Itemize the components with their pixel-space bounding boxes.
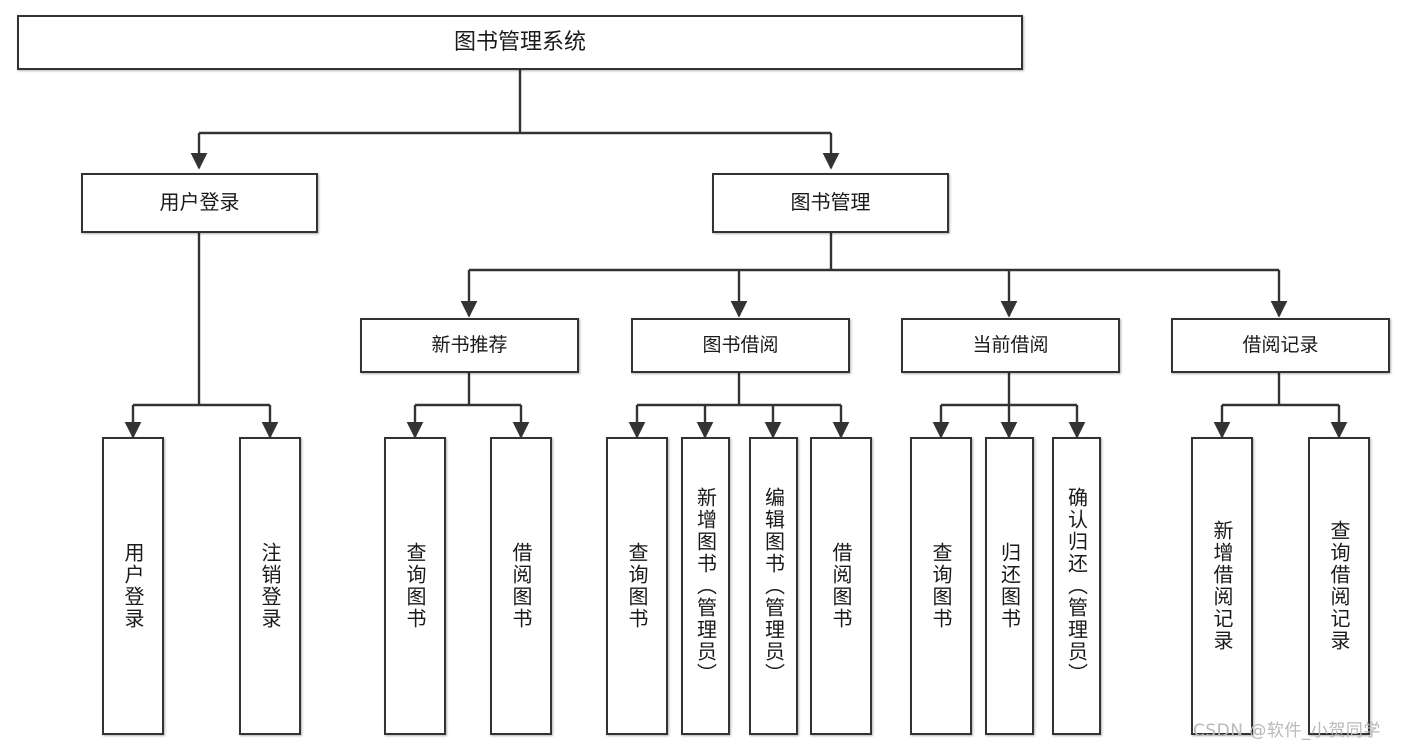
leaf-book-borrow-edit-book-admin[interactable]: 编辑图书（管理员） — [749, 437, 798, 735]
leaf-borrow-record-query-record[interactable]: 查询借阅记录 — [1308, 437, 1370, 735]
leaf-current-borrow-confirm-return-admin[interactable]: 确认归还（管理员） — [1052, 437, 1101, 735]
node-label: 借阅图书 — [829, 542, 853, 630]
node-root-book-management-system[interactable]: 图书管理系统 — [17, 15, 1023, 70]
leaf-user-login-logout[interactable]: 注销登录 — [239, 437, 301, 735]
leaf-borrow-record-add-record[interactable]: 新增借阅记录 — [1191, 437, 1253, 735]
node-borrow-record[interactable]: 借阅记录 — [1171, 318, 1390, 373]
node-label: 归还图书 — [997, 542, 1022, 630]
node-label: 借阅图书 — [509, 542, 533, 630]
node-new-book-recommend[interactable]: 新书推荐 — [360, 318, 579, 373]
leaf-book-borrow-add-book-admin[interactable]: 新增图书（管理员） — [681, 437, 730, 735]
leaf-new-book-borrow-book[interactable]: 借阅图书 — [490, 437, 552, 735]
node-label: 借阅记录 — [1242, 334, 1319, 357]
node-user-login[interactable]: 用户登录 — [81, 173, 318, 233]
leaf-new-book-query-book[interactable]: 查询图书 — [384, 437, 446, 735]
node-label: 当前借阅 — [972, 334, 1049, 357]
node-book-management[interactable]: 图书管理 — [712, 173, 949, 233]
leaf-user-login-login[interactable]: 用户登录 — [102, 437, 164, 735]
leaf-current-borrow-query-book[interactable]: 查询图书 — [910, 437, 972, 735]
node-label: 查询图书 — [929, 542, 953, 630]
node-label: 图书借阅 — [702, 334, 779, 357]
leaf-current-borrow-return-book[interactable]: 归还图书 — [985, 437, 1034, 735]
node-label: 新书推荐 — [431, 334, 508, 357]
node-label: 查询借阅记录 — [1327, 520, 1351, 652]
node-label: 新增图书（管理员） — [693, 487, 718, 685]
node-label: 新增借阅记录 — [1210, 520, 1234, 652]
node-label: 图书管理 — [790, 190, 871, 215]
node-label: 查询图书 — [625, 542, 649, 630]
node-book-borrow[interactable]: 图书借阅 — [631, 318, 850, 373]
csdn-watermark: CSDN @软件_小贺同学 — [1193, 721, 1381, 741]
node-current-borrow[interactable]: 当前借阅 — [901, 318, 1120, 373]
node-label: 注销登录 — [258, 542, 282, 630]
node-label: 用户登录 — [159, 190, 240, 215]
node-label: 查询图书 — [403, 542, 427, 630]
leaf-book-borrow-borrow-book[interactable]: 借阅图书 — [810, 437, 872, 735]
node-label: 图书管理系统 — [453, 29, 586, 55]
leaf-book-borrow-query-book[interactable]: 查询图书 — [606, 437, 668, 735]
node-label: 确认归还（管理员） — [1064, 487, 1089, 685]
node-label: 编辑图书（管理员） — [761, 487, 786, 685]
node-label: 用户登录 — [121, 542, 145, 630]
